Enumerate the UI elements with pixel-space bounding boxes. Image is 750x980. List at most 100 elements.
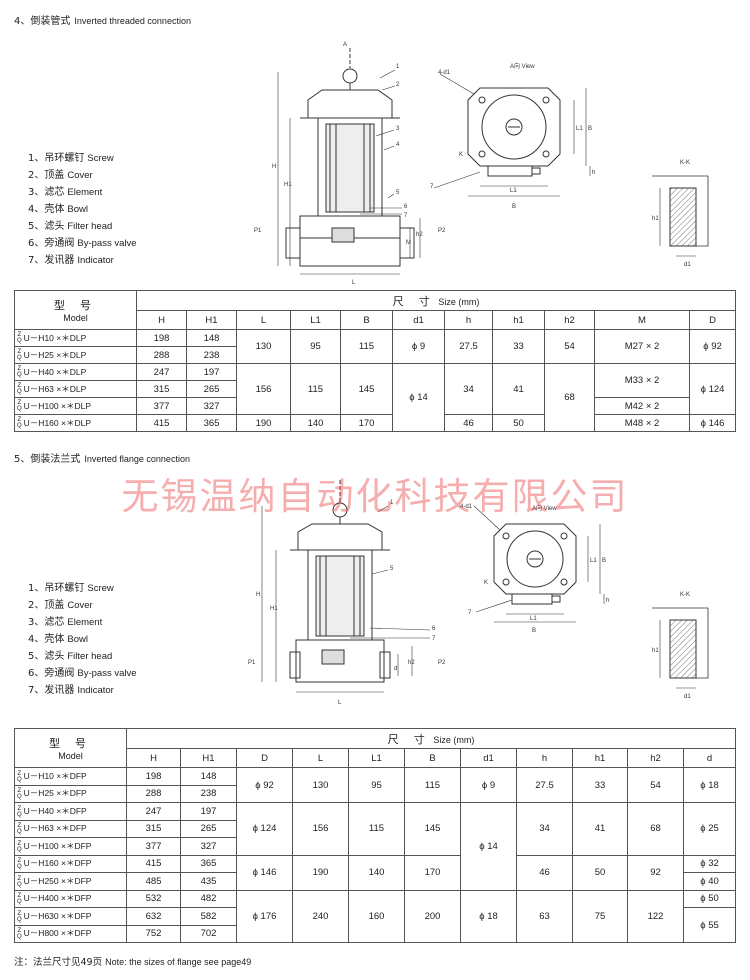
cell: M42 × 2 (594, 397, 690, 415)
cell: ϕ 124 (236, 802, 293, 856)
filter-body-drawing (285, 48, 415, 267)
svg-text:B: B (588, 126, 592, 132)
cell: 265 (180, 819, 237, 838)
svg-text:h1: h1 (652, 216, 659, 222)
cell: 377 (126, 837, 181, 856)
cell: 115 (404, 767, 461, 803)
svg-text:H: H (272, 164, 276, 170)
cell: 702 (180, 924, 237, 943)
cell: 415 (126, 854, 181, 873)
cell: 33 (572, 767, 628, 803)
svg-text:A向 View: A向 View (510, 62, 535, 70)
cell: 34 (444, 363, 493, 415)
filter-body-drawing (289, 480, 391, 683)
kk-section-drawing (652, 607, 709, 689)
cell: 485 (126, 872, 181, 891)
top-view-drawing (473, 505, 605, 623)
cell: 54 (544, 329, 595, 364)
cell: 68 (627, 802, 684, 856)
cell: ϕ 124 (688, 363, 737, 415)
top-view-labels: A向 View 4-d1 K L1 B L1 B h 7 (460, 504, 609, 634)
svg-text:1: 1 (396, 64, 400, 70)
dimension-lines (277, 69, 421, 275)
col-header: h1 (572, 748, 628, 768)
svg-text:B: B (512, 204, 516, 210)
svg-text:d1: d1 (684, 694, 691, 700)
col-header: B (340, 310, 393, 330)
cell: 145 (404, 802, 461, 856)
cell: 92 (627, 854, 684, 891)
cell: 365 (186, 414, 237, 432)
cell: 54 (627, 767, 684, 803)
svg-text:d1: d1 (684, 262, 691, 268)
cell: ϕ 146 (236, 854, 293, 891)
cell: M48 × 2 (594, 414, 690, 432)
cell: 140 (290, 414, 341, 432)
cell: 327 (180, 837, 237, 856)
col-header: L (292, 748, 349, 768)
cell: 327 (186, 397, 237, 415)
svg-text:h: h (606, 598, 609, 604)
col-header: H (136, 310, 187, 330)
size-header: 尺 寸 Size (mm) (125, 728, 737, 749)
col-header: d (682, 748, 737, 768)
cell: ϕ 14 (392, 363, 445, 432)
cell: 115 (348, 802, 405, 856)
col-header: h1 (492, 310, 545, 330)
cell: 247 (126, 802, 181, 821)
cell: 130 (236, 329, 291, 364)
svg-text:h2: h2 (408, 660, 415, 666)
diagram-inverted-flange: H H1 L d h2 P1 P2 1 5 6 7 A向 View 4-d1 K… (248, 480, 709, 706)
col-header: d1 (392, 310, 445, 330)
cell: 75 (572, 889, 628, 943)
svg-text:P1: P1 (254, 228, 262, 234)
cell: 115 (290, 363, 341, 415)
svg-text:K-K: K-K (680, 592, 690, 598)
cell: 752 (126, 924, 181, 943)
cell: 582 (180, 907, 237, 926)
svg-text:7: 7 (404, 213, 408, 219)
cell: 435 (180, 872, 237, 891)
cell: 46 (516, 854, 573, 891)
cell: 50 (492, 414, 545, 432)
svg-text:h: h (592, 170, 595, 176)
cell: 160 (348, 889, 405, 943)
cell: 265 (186, 380, 237, 398)
col-header: L (236, 310, 291, 330)
svg-text:P2: P2 (438, 228, 446, 234)
svg-text:7: 7 (468, 610, 472, 616)
cell: 148 (186, 329, 237, 347)
svg-text:1: 1 (390, 500, 394, 506)
col-header: L1 (290, 310, 341, 330)
svg-text:L1: L1 (576, 126, 583, 132)
cell: 365 (180, 854, 237, 873)
svg-text:H1: H1 (284, 182, 292, 188)
cell: 115 (340, 329, 393, 364)
svg-text:d: d (394, 666, 397, 672)
col-header: h (444, 310, 493, 330)
col-header: B (404, 748, 461, 768)
